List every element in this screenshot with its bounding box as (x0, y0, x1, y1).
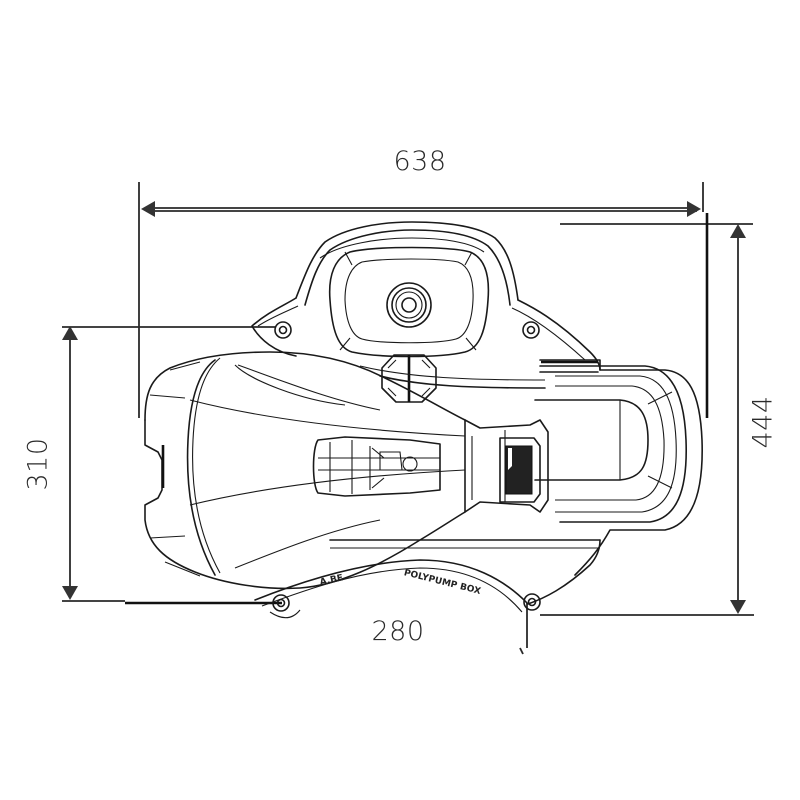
dimension-lines (62, 182, 754, 655)
sump-outline (144, 221, 703, 619)
dimension-mount-spacing-label: 280 (371, 616, 425, 647)
dimension-depth-label: 444 (747, 395, 779, 449)
dimension-mount-depth-label: 310 (22, 437, 54, 491)
dimension-width-label: 638 (393, 146, 447, 177)
